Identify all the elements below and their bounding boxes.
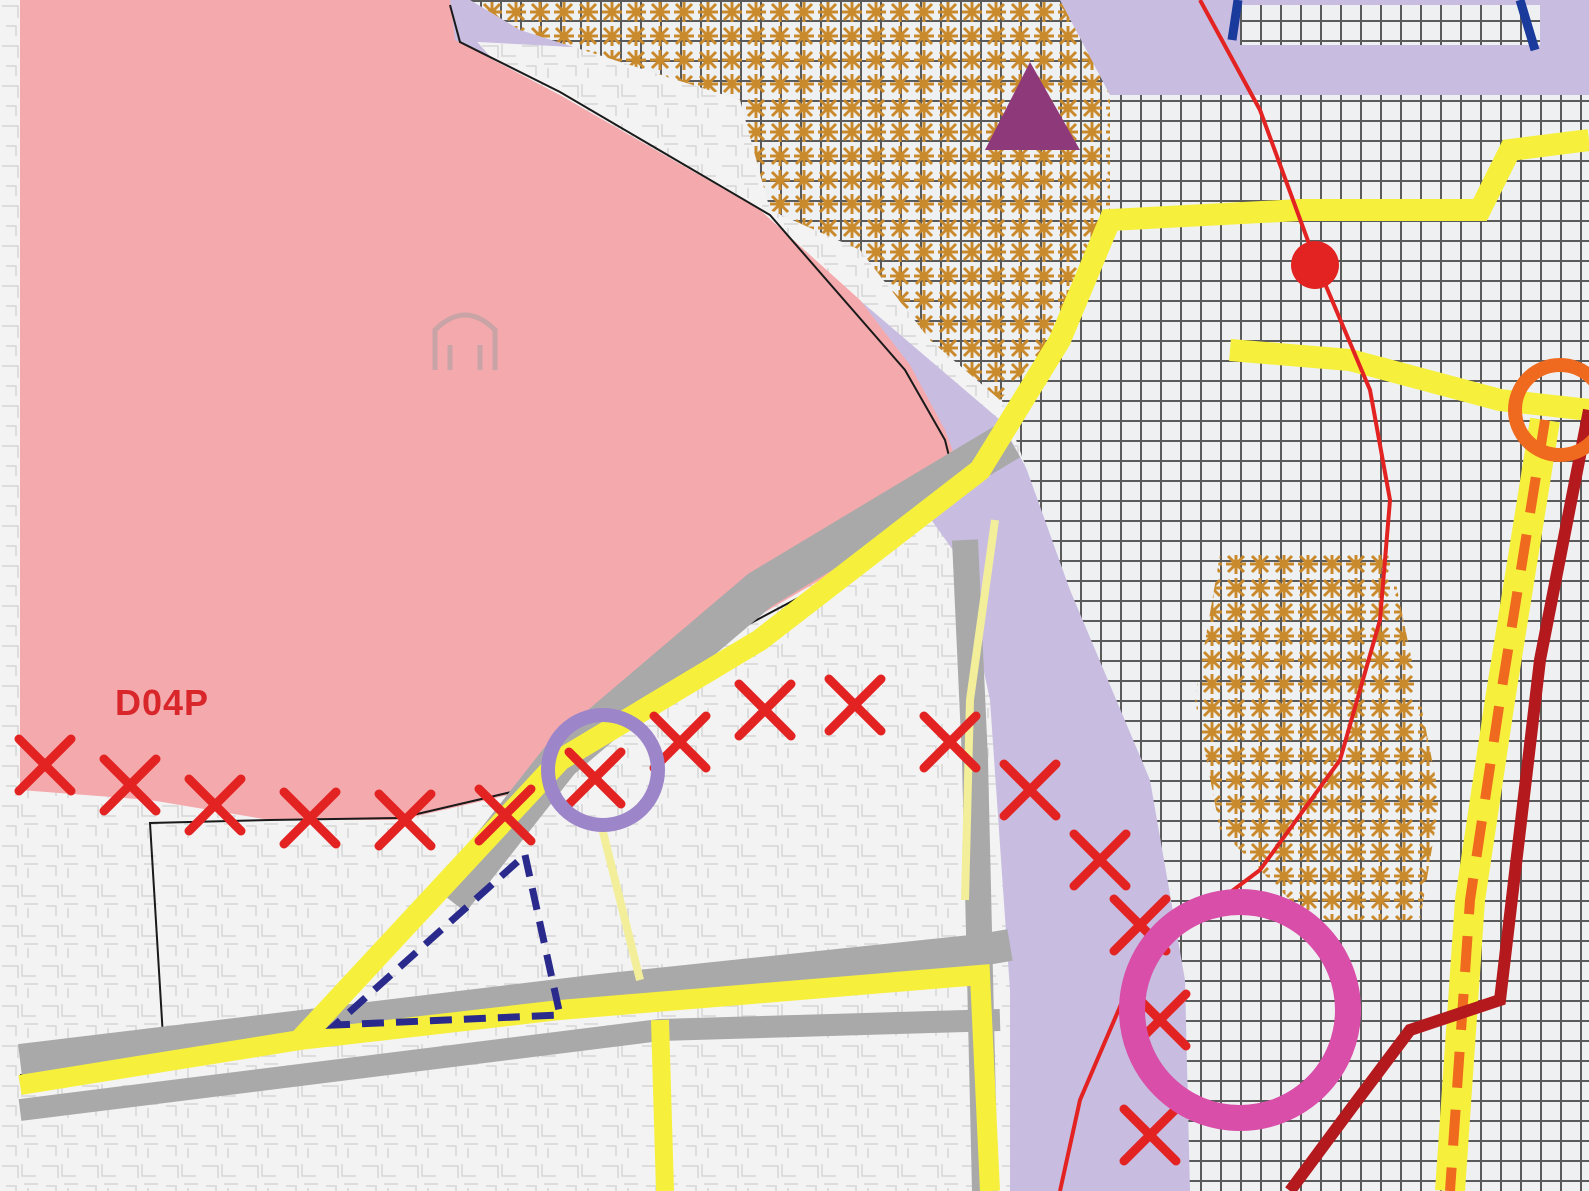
purple-triangle-icon[interactable] [985,62,1080,150]
red-cross-marker [99,754,161,816]
magenta-node-circle[interactable] [1119,889,1361,1131]
red-cross-marker [1119,1104,1181,1166]
red-cross-marker [474,784,536,846]
building-sketch-icon [432,312,498,370]
orange-dashed-corridor [1445,419,1550,1191]
blue-line-top-2 [1515,0,1540,52]
orange-overlay-north [470,0,1110,400]
red-cross-marker [999,759,1061,821]
red-cross-marker [184,774,246,836]
yellow-road-thin-2 [596,819,644,981]
purple-node-circle[interactable] [541,708,665,832]
red-cross-marker [824,674,886,736]
red-cross-marker [14,734,76,796]
lavender-band-diagonal [440,0,1200,1191]
yellow-road-east[interactable] [1229,339,1589,421]
red-cross-marker [279,787,341,849]
grid-hatch-strip-top [1240,5,1540,45]
blue-line-top-1 [1227,0,1243,41]
orange-node-circle[interactable] [1508,358,1589,462]
yellow-road-thin [961,519,999,901]
red-cross-marker [564,747,626,809]
red-cross-marker [734,679,796,741]
yellow-road-vertical[interactable] [651,1019,674,1191]
red-cross-marker [1069,829,1131,891]
red-cross-marker [374,789,436,851]
red-cross-boundary[interactable] [14,674,1191,1166]
orange-pattern-zone-south [1195,555,1440,920]
red-cross-marker [919,711,981,773]
zone-label-d04p: D04P [115,682,210,723]
grid-hatch-zone-top [1100,95,1530,210]
pink-zone-outline [19,4,957,1076]
yellow-road-main[interactable] [18,964,1000,1191]
navy-dashed-outline[interactable] [325,848,565,1029]
dark-red-line[interactable] [1285,408,1589,1191]
red-station-dot[interactable] [1291,241,1339,289]
yellow-road-diagonal[interactable] [291,129,1589,1048]
